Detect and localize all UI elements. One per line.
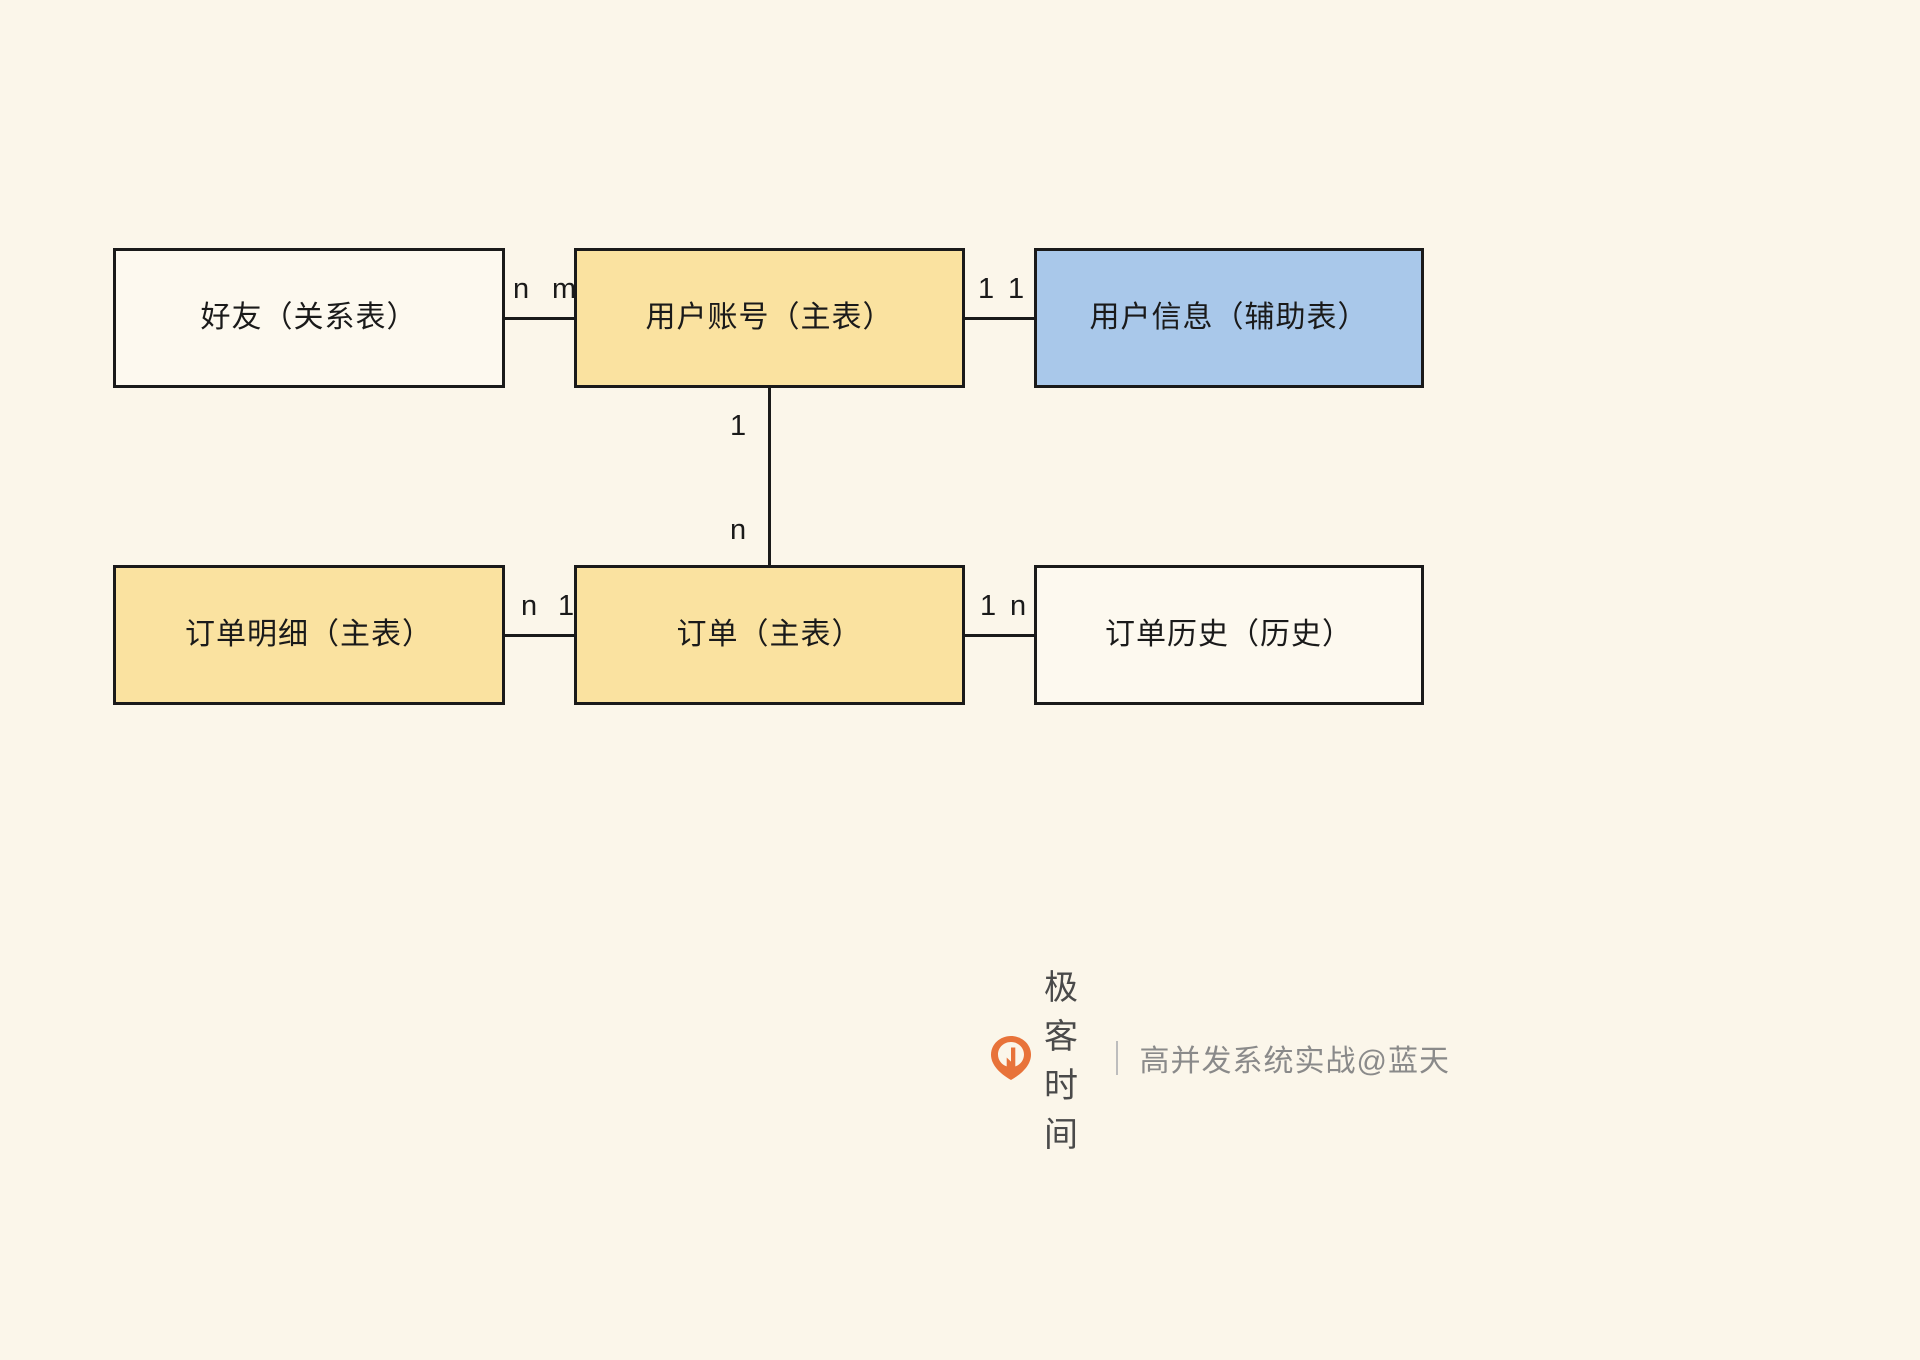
cardinality-orderdetail-order-from: n [521,590,538,622]
connector-account-userinfo [965,317,1036,320]
connector-order-orderhistory [965,634,1036,637]
entity-user-info[interactable]: 用户信息（辅助表） [1034,248,1424,388]
entity-user-account-label: 用户账号（主表） [645,301,894,334]
entity-order-detail-label: 订单明细（主表） [185,618,433,651]
geekbang-pin-logo-icon [991,1036,1031,1080]
course-name: 高并发系统实战@蓝天 [1139,1045,1450,1078]
watermark: 极客时间 高并发系统实战@蓝天 [990,969,1450,1154]
cardinality-friend-account-from: n [513,273,530,305]
cardinality-account-userinfo-from: 1 [978,273,995,305]
connector-orderdetail-order [505,634,576,637]
entity-order-label: 订单（主表） [676,618,863,651]
entity-user-info-label: 用户信息（辅助表） [1089,301,1369,334]
watermark-divider [1115,1041,1118,1075]
cardinality-friend-account-to: m [552,273,577,305]
entity-order[interactable]: 订单（主表） [574,565,965,705]
entity-friend[interactable]: 好友（关系表） [113,248,505,388]
connector-friend-account [505,317,576,320]
entity-order-history[interactable]: 订单历史（历史） [1034,565,1424,705]
entity-user-account[interactable]: 用户账号（主表） [574,248,965,388]
brand-name: 极客时间 [1044,969,1080,1154]
cardinality-order-history-from: 1 [980,590,997,622]
cardinality-order-history-to: n [1010,590,1027,622]
connector-account-order [768,388,771,567]
cardinality-account-userinfo-to: 1 [1008,273,1025,305]
cardinality-orderdetail-order-to: 1 [558,590,575,622]
entity-order-history-label: 订单历史（历史） [1105,618,1353,651]
entity-order-detail[interactable]: 订单明细（主表） [113,565,505,705]
cardinality-account-order-to: n [730,514,747,546]
entity-friend-label: 好友（关系表） [200,301,418,334]
cardinality-account-order-from: 1 [730,410,747,442]
